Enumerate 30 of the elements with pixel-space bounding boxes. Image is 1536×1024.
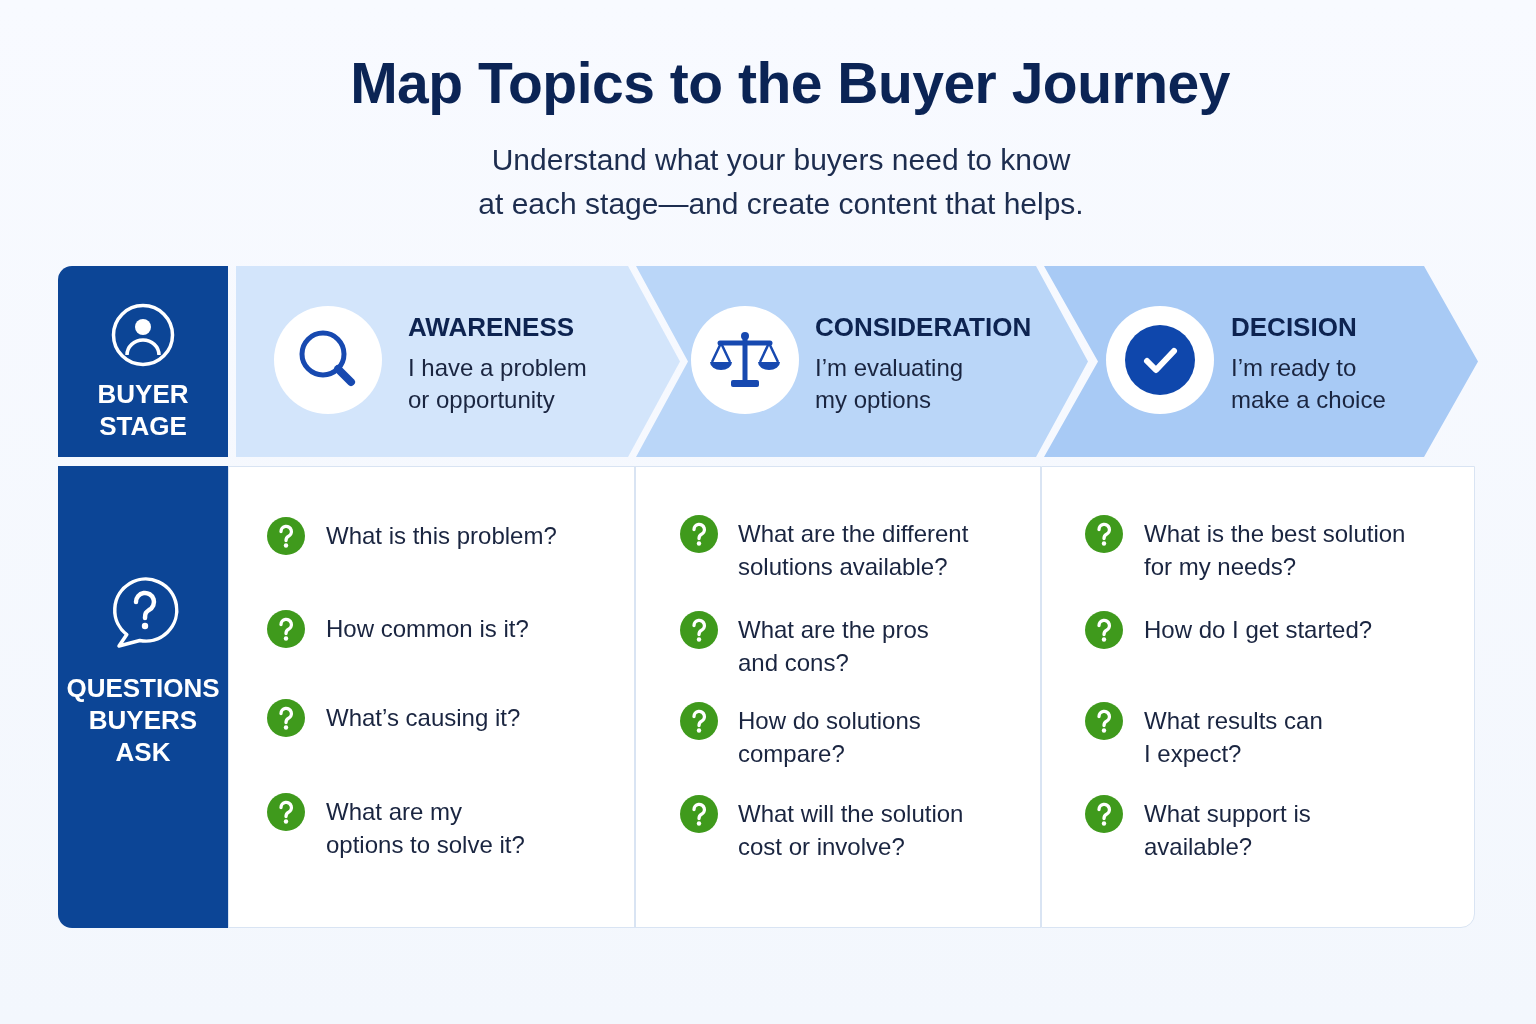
stage-band [236, 266, 680, 457]
title: Map Topics to the Buyer Journey [350, 50, 1230, 116]
question-text: What is the best solution for my needs? [1144, 519, 1407, 582]
stage-heading: AWARENESS [408, 312, 575, 342]
question-panel [1041, 466, 1475, 928]
question-text: What will the solution cost or involve? [738, 799, 965, 862]
question-text: How common is it? [326, 614, 530, 644]
question-panel [228, 466, 635, 928]
row-heading: BUYER STAGE [97, 378, 189, 442]
stage-description: I have a problem or opportunity [408, 353, 588, 415]
stage-heading: CONSIDERATION [815, 312, 1032, 342]
subtitle: Understand what your buyers need to know at each stage—and create content that helps. [477, 142, 1085, 222]
question-text: How do I get started? [1144, 615, 1374, 645]
row-heading: QUESTIONS BUYERS ASK [66, 672, 220, 768]
question-panel [635, 466, 1041, 928]
question-text: What results can I expect? [1144, 706, 1324, 769]
stage-band [1044, 266, 1478, 457]
question-text: How do solutions compare? [738, 706, 922, 769]
question-text: What are the pros and cons? [738, 615, 930, 678]
stage-band [636, 266, 1088, 457]
stage-heading: DECISION [1231, 312, 1357, 342]
question-text: What’s causing it? [326, 703, 522, 733]
stage-description: I’m evaluating my options [815, 353, 965, 415]
question-text: What are my options to solve it? [326, 797, 526, 860]
row-header [58, 466, 228, 928]
question-text: What support is available? [1144, 799, 1312, 862]
question-text: What is this problem? [326, 521, 558, 551]
stage-description: I’m ready to make a choice [1231, 353, 1387, 415]
question-text: What are the different solutions available? [738, 519, 970, 582]
row-header [58, 266, 228, 457]
